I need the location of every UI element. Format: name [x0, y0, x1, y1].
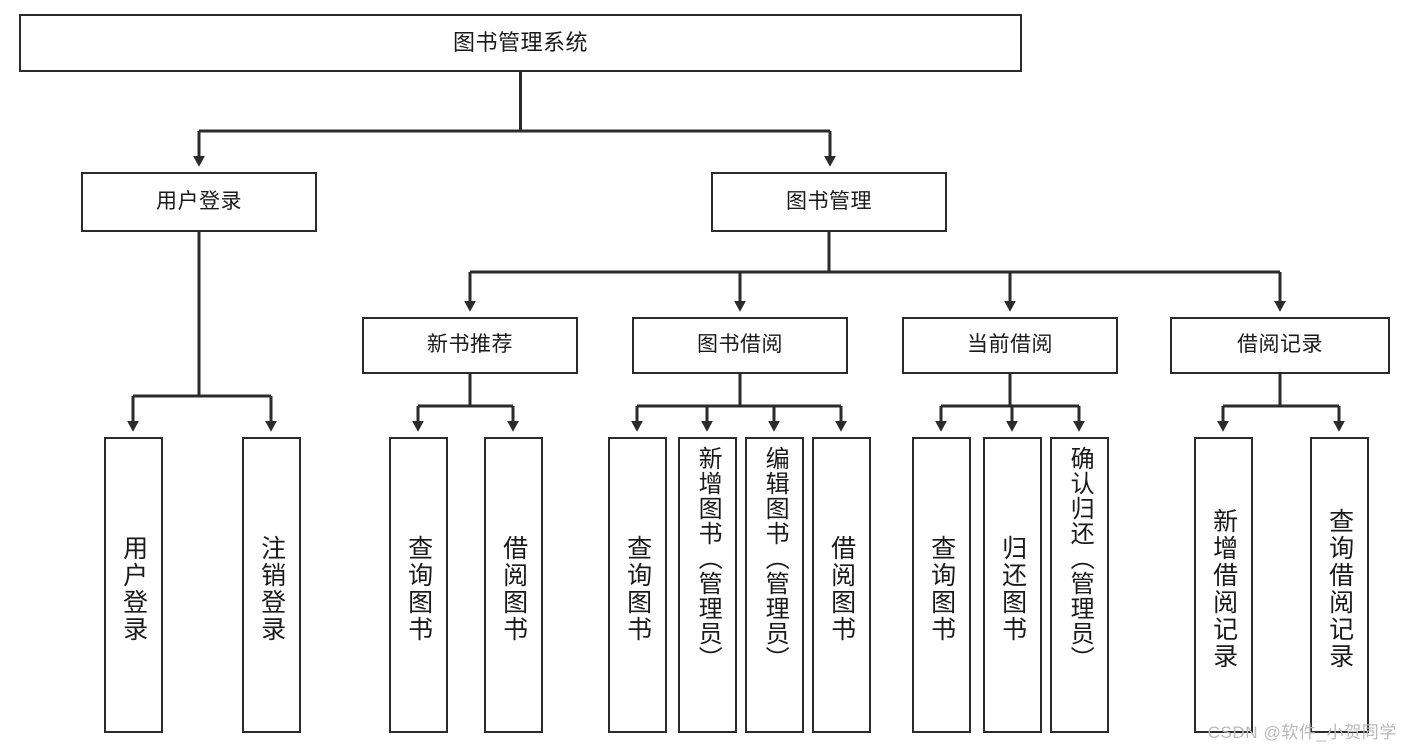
- node-leaf-add-book[interactable]: 新增图书（管理员）: [678, 437, 737, 733]
- node-leaf-add-record[interactable]: 新增借阅记录: [1194, 437, 1253, 733]
- node-leaf-add-book-label: 新增图书（管理员）: [694, 446, 722, 671]
- node-leaf-borrow-book-1[interactable]: 借阅图书: [484, 437, 543, 733]
- node-leaf-borrow-book-1-label: 借阅图书: [499, 534, 528, 643]
- node-leaf-query-book-3-label: 查询图书: [927, 534, 956, 643]
- node-root-label: 图书管理系统: [452, 30, 588, 56]
- node-leaf-return-book-label: 归还图书: [998, 534, 1027, 643]
- node-leaf-confirm-return-label: 确认归还（管理员）: [1066, 446, 1094, 671]
- node-borrow-record-label: 借阅记录: [1237, 333, 1323, 357]
- node-leaf-user-login[interactable]: 用户登录: [104, 437, 163, 733]
- node-leaf-query-book-2[interactable]: 查询图书: [608, 437, 667, 733]
- node-borrow-record[interactable]: 借阅记录: [1170, 317, 1390, 374]
- node-book-manage-label: 图书管理: [786, 189, 872, 213]
- node-leaf-user-login-label: 用户登录: [119, 534, 148, 643]
- node-leaf-borrow-book-2[interactable]: 借阅图书: [812, 437, 871, 733]
- node-user-login[interactable]: 用户登录: [81, 172, 317, 232]
- node-leaf-query-book-1[interactable]: 查询图书: [389, 437, 448, 733]
- node-book-borrow-label: 图书借阅: [697, 333, 783, 357]
- node-leaf-logout-login-label: 注销登录: [257, 534, 286, 643]
- csdn-watermark: CSDN @软件_小贺同学: [1207, 723, 1397, 742]
- node-root[interactable]: 图书管理系统: [19, 14, 1022, 72]
- node-leaf-borrow-book-2-label: 借阅图书: [827, 534, 856, 643]
- node-current-borrow[interactable]: 当前借阅: [902, 317, 1118, 374]
- node-leaf-logout-login[interactable]: 注销登录: [242, 437, 301, 733]
- node-leaf-return-book[interactable]: 归还图书: [983, 437, 1042, 733]
- node-leaf-edit-book[interactable]: 编辑图书（管理员）: [745, 437, 804, 733]
- node-leaf-add-record-label: 新增借阅记录: [1209, 507, 1238, 670]
- node-leaf-query-record[interactable]: 查询借阅记录: [1310, 437, 1369, 733]
- node-user-login-label: 用户登录: [156, 189, 242, 213]
- node-leaf-query-book-3[interactable]: 查询图书: [912, 437, 971, 733]
- node-leaf-query-book-2-label: 查询图书: [623, 534, 652, 643]
- node-current-borrow-label: 当前借阅: [967, 333, 1053, 357]
- node-leaf-edit-book-label: 编辑图书（管理员）: [761, 446, 789, 671]
- node-book-borrow[interactable]: 图书借阅: [632, 317, 848, 374]
- node-leaf-confirm-return[interactable]: 确认归还（管理员）: [1050, 437, 1109, 733]
- node-book-manage[interactable]: 图书管理: [711, 172, 947, 232]
- node-new-book-recommend[interactable]: 新书推荐: [362, 317, 578, 374]
- node-new-book-recommend-label: 新书推荐: [427, 333, 513, 357]
- node-leaf-query-book-1-label: 查询图书: [404, 534, 433, 643]
- node-leaf-query-record-label: 查询借阅记录: [1325, 507, 1354, 670]
